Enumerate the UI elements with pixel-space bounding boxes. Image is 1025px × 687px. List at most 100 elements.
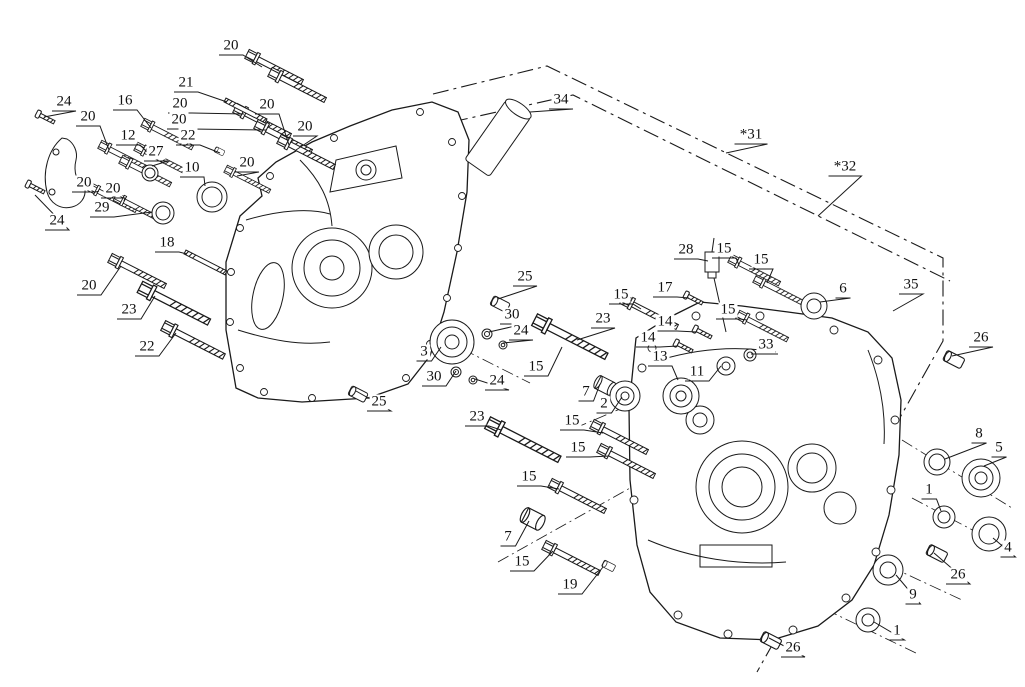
part-callout-15-31: 15 <box>526 358 546 375</box>
part-callout-3-26: 3 <box>418 343 430 360</box>
part-callout-18-18: 18 <box>157 234 177 251</box>
leader-line <box>578 383 601 402</box>
leader-line <box>524 346 563 377</box>
leader-line <box>90 211 153 218</box>
part-callout-32-49: *32 <box>831 158 859 175</box>
leader-line <box>892 293 925 312</box>
part-callout-22-9: 22 <box>178 127 198 144</box>
leader-line <box>674 258 709 262</box>
part-callout-26-58: 26 <box>783 639 803 656</box>
leader-line <box>817 175 863 217</box>
leader-line <box>502 339 534 344</box>
leader-line <box>416 346 442 362</box>
part-callout-20-5: 20 <box>257 96 277 113</box>
part-callout-20-6: 20 <box>170 95 190 112</box>
leader-line <box>76 125 110 151</box>
left-crankcase-half <box>225 101 470 403</box>
leader-line <box>219 54 263 68</box>
roller-11 <box>716 356 736 376</box>
bearing-8 <box>923 448 951 476</box>
leader-line <box>749 268 774 284</box>
part-callout-1-57: 1 <box>891 622 903 639</box>
part-callout-15-63: 15 <box>512 553 532 570</box>
leader-line <box>474 378 510 391</box>
part-callout-7-32: 7 <box>580 383 592 400</box>
part-callout-20-10: 20 <box>295 118 315 135</box>
part-callout-30-27: 30 <box>424 368 444 385</box>
part-callout-26-55: 26 <box>948 566 968 583</box>
leader-line <box>944 442 987 460</box>
leader-line <box>235 171 260 177</box>
part-callout-6-46: 6 <box>837 280 849 297</box>
leader-line <box>895 574 922 605</box>
water-pipe-34 <box>465 98 532 176</box>
part-callout-16-3: 16 <box>115 92 135 109</box>
part-callout-24-28: 24 <box>487 372 507 389</box>
bearing-1 <box>932 505 956 529</box>
leader-line <box>101 197 126 202</box>
part-callout-15-35: 15 <box>611 286 631 303</box>
bearing-9 <box>872 554 904 586</box>
leader-line <box>921 498 942 512</box>
part-callout-20-13: 20 <box>237 154 257 171</box>
part-callout-34-22: 34 <box>551 91 571 108</box>
leader-line <box>255 113 290 146</box>
leader-line <box>716 318 748 321</box>
leader-line <box>43 110 77 118</box>
part-callout-24-1: 24 <box>54 93 74 110</box>
leader-line <box>517 485 560 490</box>
leader-line <box>596 396 623 414</box>
leader-line <box>712 257 740 266</box>
leader-line <box>180 176 206 187</box>
oring-29 <box>151 201 175 225</box>
oring-27 <box>141 164 159 182</box>
leader-line <box>685 365 722 382</box>
bearing-5 <box>961 458 1001 498</box>
leader-line <box>768 637 806 658</box>
part-callout-15-42: 15 <box>714 240 734 257</box>
seal-4 <box>971 516 1007 552</box>
leader-line <box>609 303 642 310</box>
part-callout-20-19: 20 <box>79 277 99 294</box>
leader-line <box>500 520 530 547</box>
part-callout-4-54: 4 <box>1002 539 1014 556</box>
leader-line <box>135 332 177 357</box>
leader-line <box>653 296 690 299</box>
washer-33 <box>743 348 757 362</box>
part-callout-35-47: 35 <box>901 276 921 293</box>
leader-line <box>176 144 221 154</box>
part-callout-20-15: 20 <box>103 180 123 197</box>
leader-line <box>566 455 610 458</box>
part-callout-28-41: 28 <box>676 241 696 258</box>
part-callout-29-17: 29 <box>92 199 112 216</box>
leader-line <box>116 144 148 153</box>
part-callout-14-38: 14 <box>638 329 658 346</box>
leader-line <box>510 550 554 572</box>
bearing-6 <box>800 292 828 320</box>
part-callout-21-4: 21 <box>176 74 196 91</box>
part-callout-24-25: 24 <box>511 322 531 339</box>
part-callout-31-48: *31 <box>737 126 765 143</box>
bearing-1 <box>855 607 881 633</box>
part-callout-33-45: 33 <box>756 336 776 353</box>
part-callout-15-61: 15 <box>519 468 539 485</box>
part-callout-20-2: 20 <box>78 108 98 125</box>
leader-line <box>465 425 502 431</box>
leader-line <box>873 621 907 641</box>
bearing-3 <box>429 319 475 365</box>
leader-line <box>636 345 679 348</box>
leader-line <box>951 346 994 357</box>
bearing-13 <box>662 377 700 415</box>
top-cover-detail <box>329 145 403 193</box>
leader-line <box>933 552 972 585</box>
leader-line <box>725 143 768 154</box>
part-callout-15-59: 15 <box>562 412 582 429</box>
part-callout-23-30: 23 <box>467 408 487 425</box>
part-callout-25-23: 25 <box>515 268 535 285</box>
leader-line <box>819 297 851 303</box>
part-callout-23-20: 23 <box>119 301 139 318</box>
leader-line <box>422 370 457 387</box>
leader-line <box>293 135 319 151</box>
